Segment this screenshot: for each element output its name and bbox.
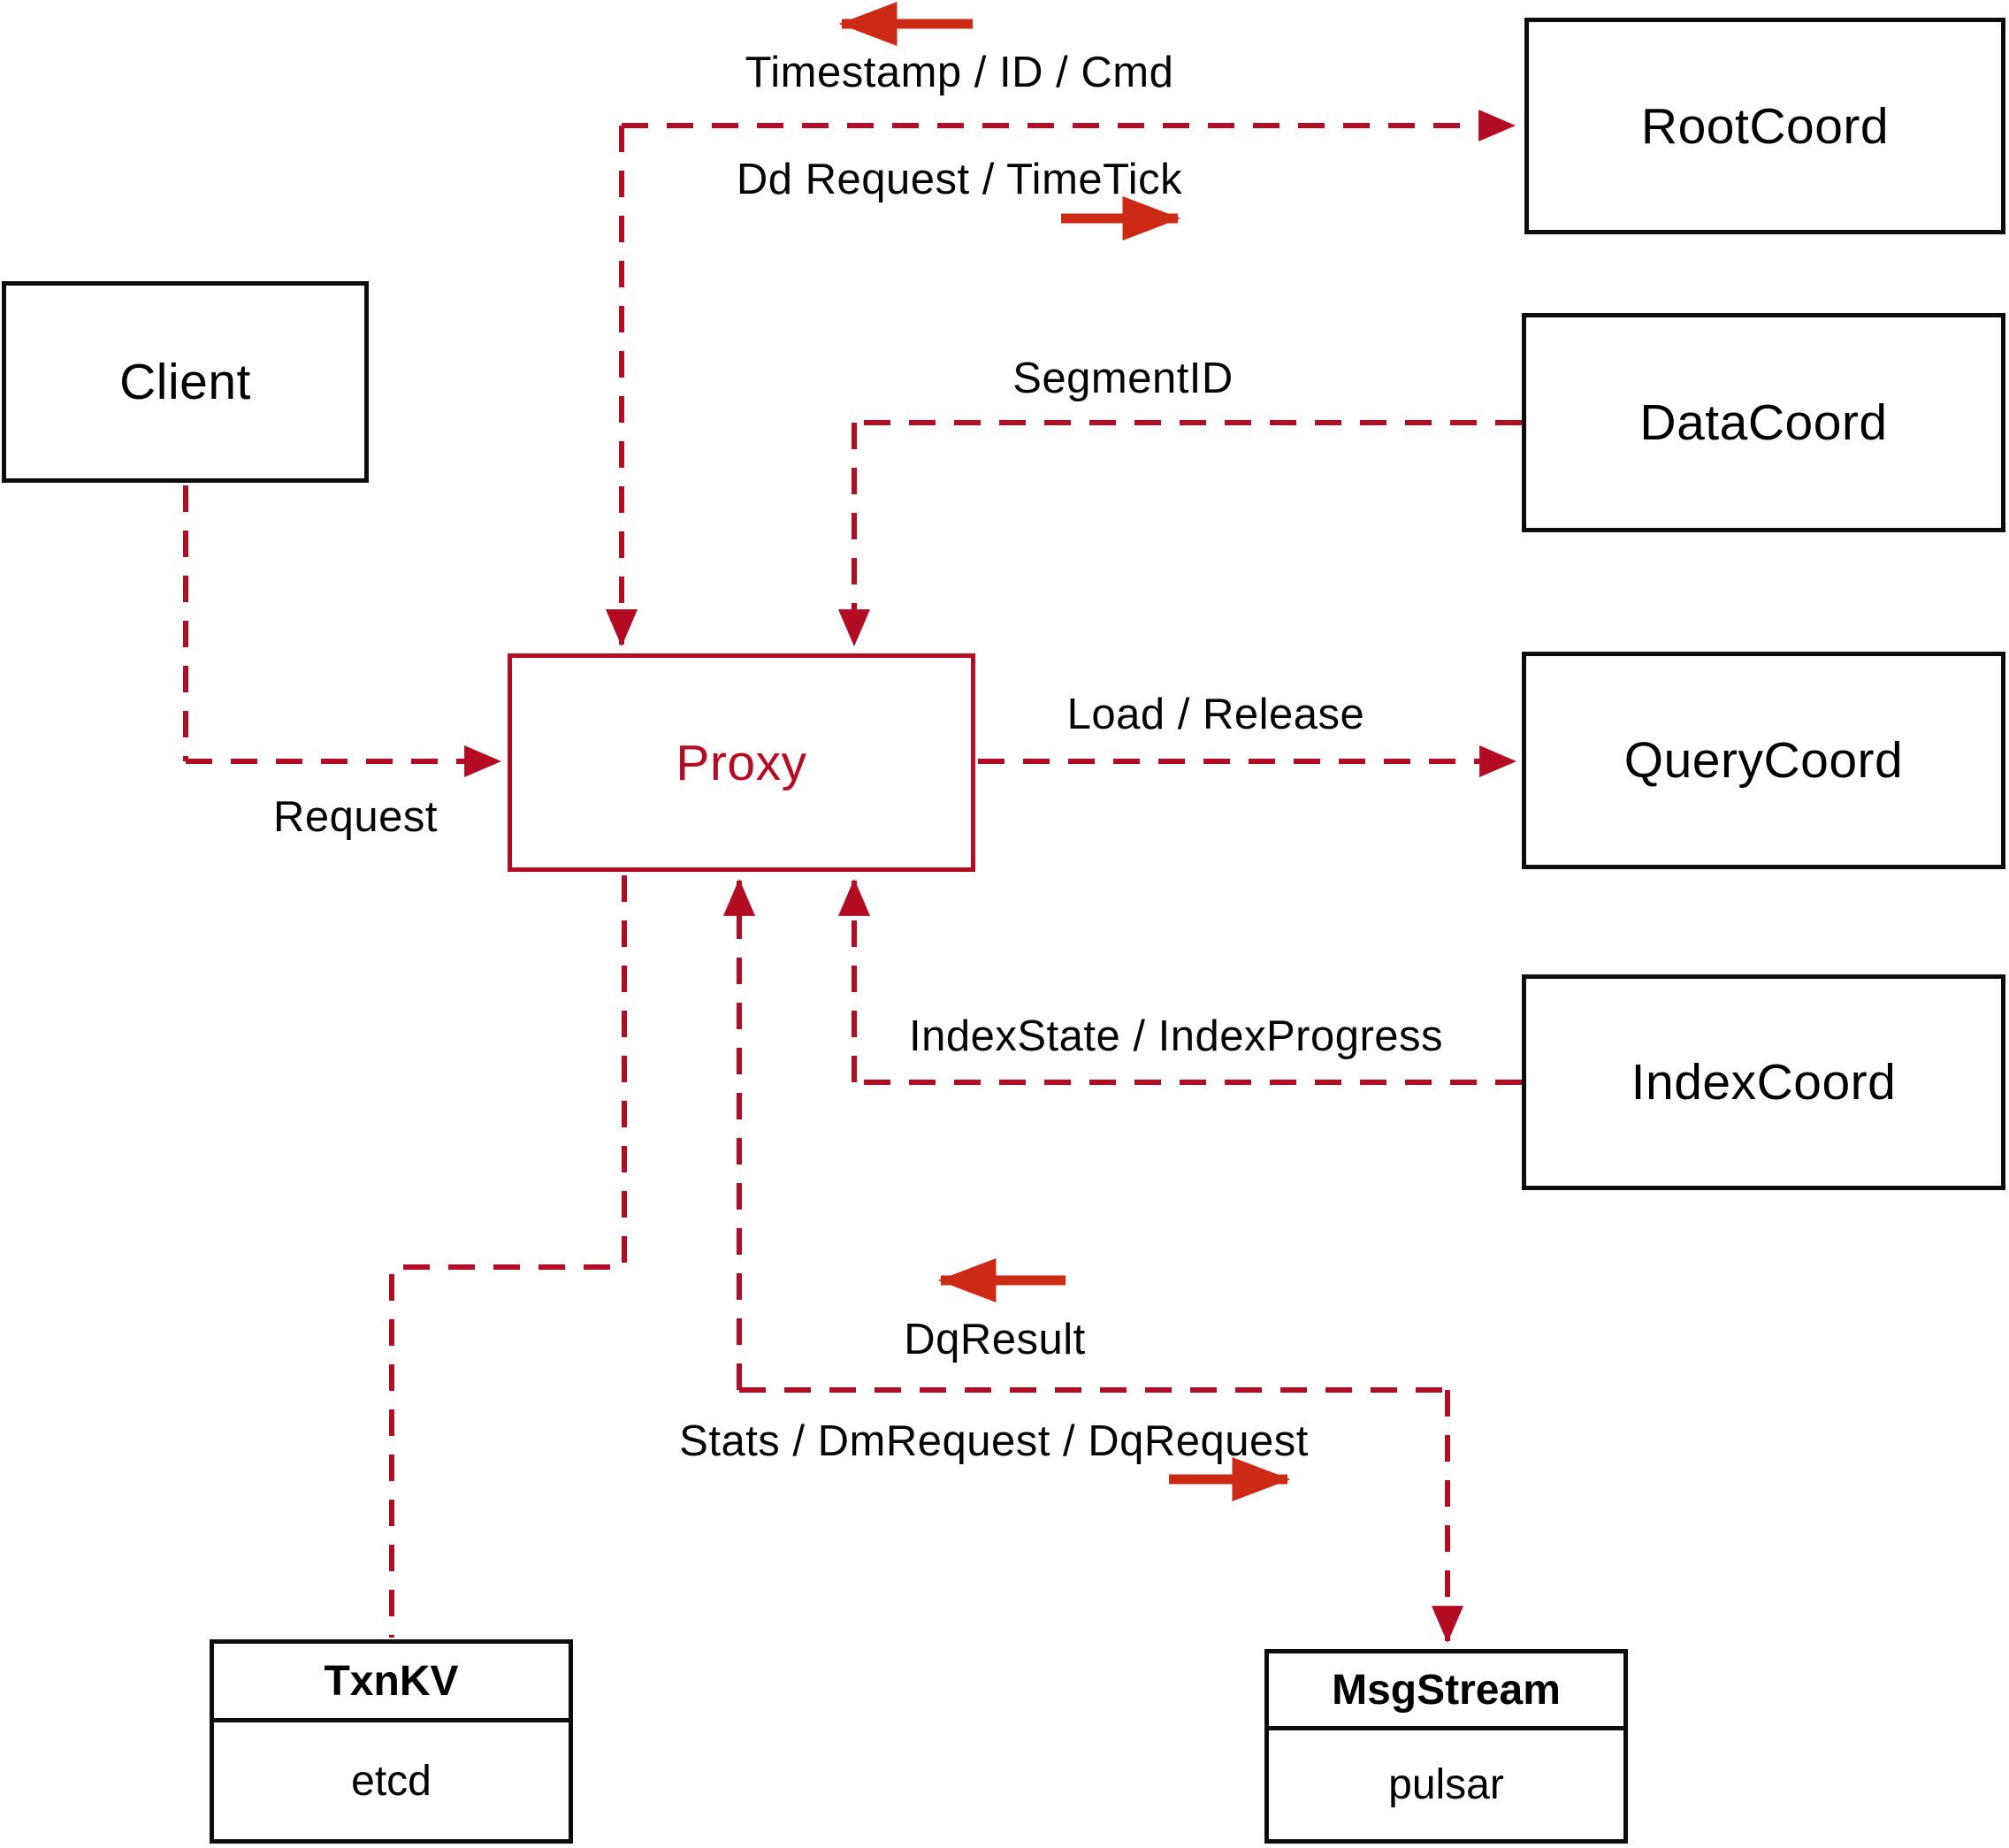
node-txnkv-title: TxnKV [324, 1657, 459, 1705]
node-txnkv-header: TxnKV [214, 1644, 569, 1722]
node-proxy-label: Proxy [676, 734, 807, 791]
node-client-label: Client [119, 354, 251, 410]
edge-label-load-release: Load / Release [1066, 691, 1365, 738]
edge-label-segment-id: SegmentID [1012, 355, 1234, 402]
edge-label-request: Request [272, 793, 439, 841]
node-proxy: Proxy [508, 653, 975, 872]
node-msgstream: MsgStream pulsar [1264, 1649, 1628, 1844]
edge-label-dq-result: DqResult [904, 1316, 1086, 1363]
edge-label-index-state-progress: IndexState / IndexProgress [908, 1012, 1444, 1060]
node-querycoord: QueryCoord [1522, 652, 2005, 869]
node-indexcoord: IndexCoord [1522, 974, 2005, 1190]
edge-proxy-txnkv [389, 875, 627, 1638]
edge-label-stats-dm-dq: Stats / DmRequest / DqRequest [679, 1417, 1309, 1465]
node-client: Client [2, 281, 369, 483]
node-querycoord-label: QueryCoord [1623, 732, 1904, 789]
node-txnkv: TxnKV etcd [210, 1639, 573, 1844]
node-txnkv-value: etcd [351, 1757, 432, 1805]
node-datacoord: DataCoord [1522, 313, 2005, 532]
node-rootcoord: RootCoord [1524, 18, 2005, 234]
node-datacoord-label: DataCoord [1639, 394, 1888, 451]
node-msgstream-header: MsgStream [1269, 1653, 1623, 1730]
node-indexcoord-label: IndexCoord [1631, 1054, 1897, 1111]
node-msgstream-title: MsgStream [1332, 1666, 1561, 1714]
node-msgstream-body: pulsar [1269, 1730, 1623, 1839]
edge-label-timestamp-id-cmd: Timestamp / ID / Cmd [745, 49, 1174, 96]
edge-label-dd-request-timetick: Dd Request / TimeTick [736, 156, 1183, 203]
node-rootcoord-label: RootCoord [1640, 97, 1890, 155]
node-txnkv-body: etcd [214, 1722, 569, 1839]
node-msgstream-value: pulsar [1388, 1761, 1504, 1808]
